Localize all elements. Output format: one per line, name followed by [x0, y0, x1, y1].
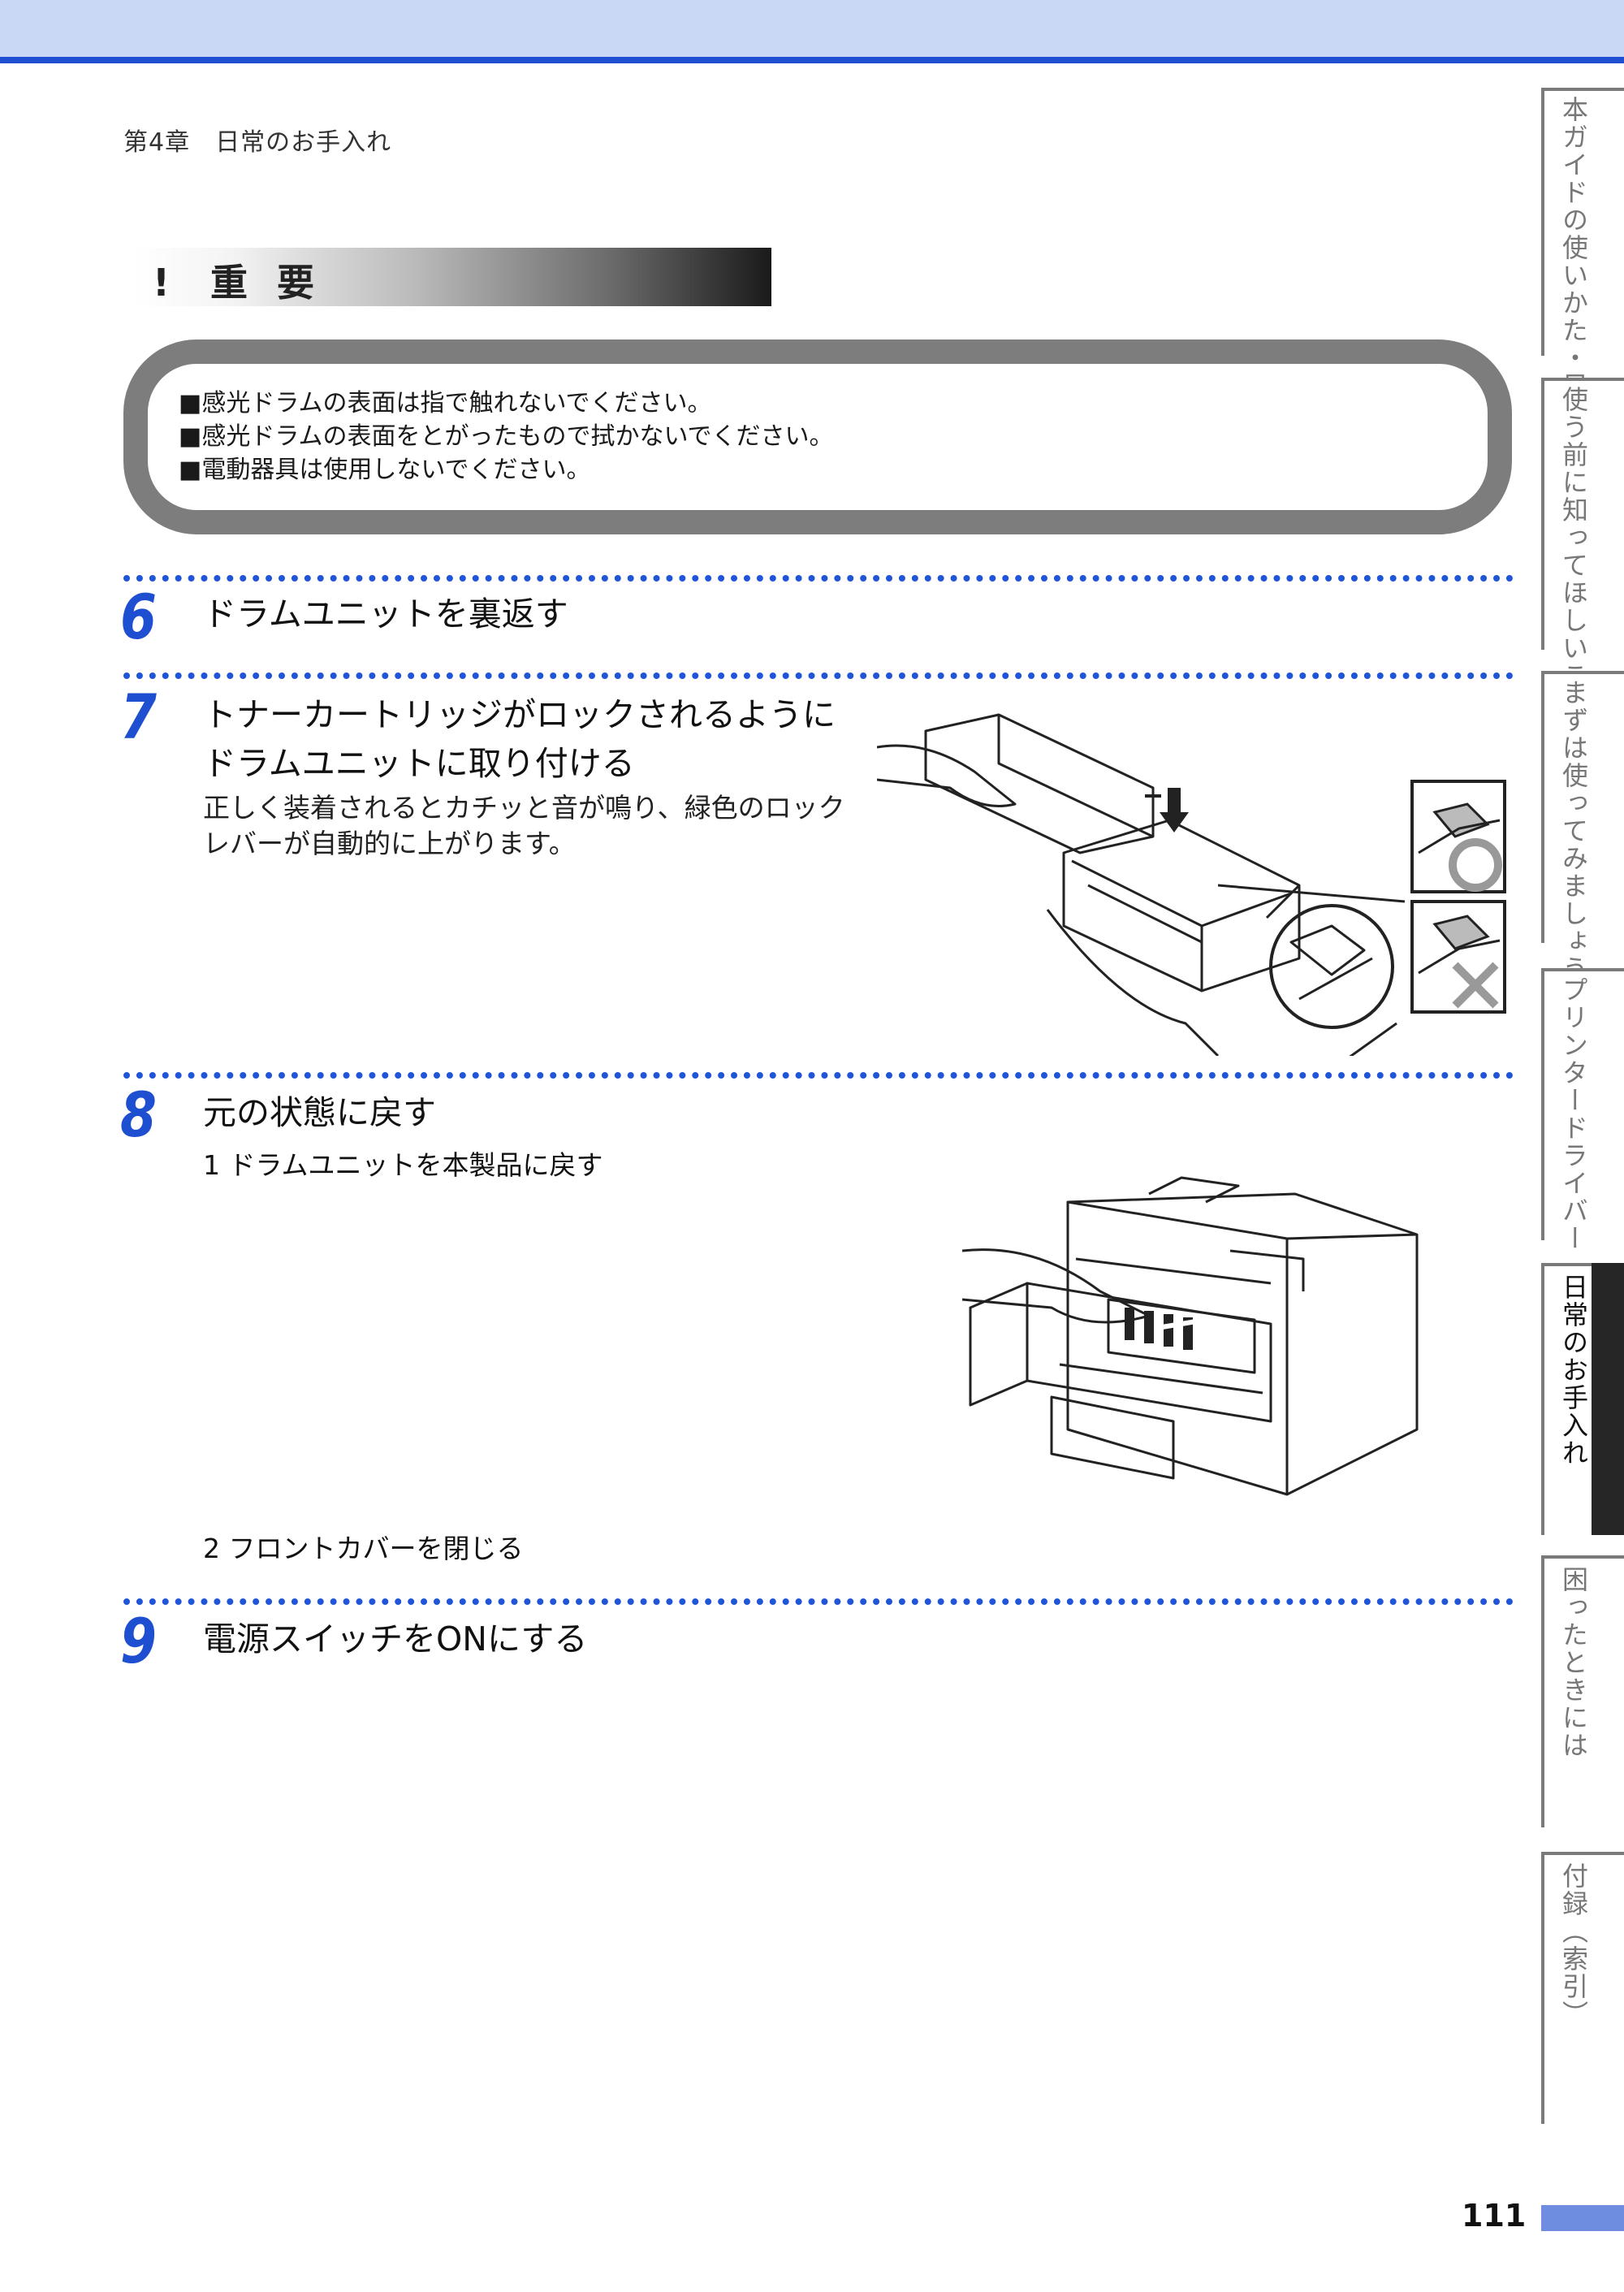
tab-appendix-index[interactable] — [1541, 1852, 1624, 2124]
exclamation-icon: ! — [153, 261, 178, 305]
important-note: ■電動器具は使用しないでください。 — [179, 456, 591, 484]
step-divider — [123, 1598, 1514, 1605]
step-number: 6 — [120, 581, 157, 653]
top-rule — [0, 57, 1624, 63]
step-title: ドラムユニットに取り付ける — [203, 744, 635, 783]
step-number: 8 — [120, 1079, 157, 1151]
step-title: ドラムユニットを裏返す — [203, 595, 568, 634]
step-title: 元の状態に戻す — [203, 1093, 436, 1132]
page-number: 111 — [1462, 2198, 1527, 2234]
step-body: レバーが自動的に上がります。 — [203, 828, 576, 859]
correct-lever-inset — [1410, 780, 1506, 893]
important-box — [123, 339, 1512, 534]
important-note: ■感光ドラムの表面は指で触れないでください。 — [179, 389, 712, 417]
tab-printer-driver[interactable] — [1541, 968, 1624, 1240]
tab-guide-contents[interactable] — [1541, 88, 1624, 356]
step-title: 電源スイッチをONにする — [203, 1620, 588, 1658]
tab-label: 使う前に知ってほしいこと — [1558, 386, 1589, 717]
important-heading-bar — [134, 248, 771, 306]
important-heading: ! 重 要 — [153, 253, 322, 307]
tab-label: 困ったときには — [1558, 1566, 1589, 1759]
important-note: ■感光ドラムの表面をとがったもので拭かないでください。 — [179, 422, 834, 451]
page-number-bar — [1541, 2205, 1624, 2231]
ok-circle-icon — [1449, 838, 1502, 892]
tab-label: プリンタードライバー — [1558, 976, 1589, 1252]
top-band — [0, 0, 1624, 57]
ng-cross-icon — [1452, 962, 1499, 1009]
printer-illustration — [962, 1176, 1419, 1496]
step-title: トナーカートリッジがロックされるように — [203, 695, 836, 734]
tab-label: 本ガイドの使いかた・目次 — [1558, 96, 1589, 427]
tab-getting-started[interactable] — [1541, 671, 1624, 943]
active-tab-marker — [1592, 1263, 1624, 1535]
important-title: 重 要 — [210, 261, 323, 305]
step-divider — [123, 672, 1514, 679]
chapter-header: 第4章 日常のお手入れ — [123, 128, 392, 157]
tab-before-use[interactable] — [1541, 378, 1624, 650]
tab-label: まずは使ってみましょう — [1558, 679, 1589, 983]
step-divider — [123, 575, 1514, 582]
tab-troubleshooting[interactable] — [1541, 1555, 1624, 1827]
step-body: 正しく装着されるとカチッと音が鳴り、緑色のロック — [203, 792, 845, 824]
toner-installation-illustration — [877, 713, 1406, 1056]
step-number: 9 — [120, 1605, 157, 1677]
tab-label: 日常のお手入れ — [1558, 1274, 1589, 1467]
substep: 2 フロントカバーを閉じる — [203, 1533, 524, 1564]
incorrect-lever-inset — [1410, 900, 1506, 1014]
step-divider — [123, 1072, 1514, 1079]
important-notes: ■感光ドラムの表面は指で触れないでください。 ■感光ドラムの表面をとがったもので… — [179, 387, 834, 487]
step-number: 7 — [120, 681, 157, 753]
tab-label: 付録（索引） — [1558, 1862, 1589, 2028]
substep: 1 ドラムユニットを本製品に戻す — [203, 1149, 603, 1181]
